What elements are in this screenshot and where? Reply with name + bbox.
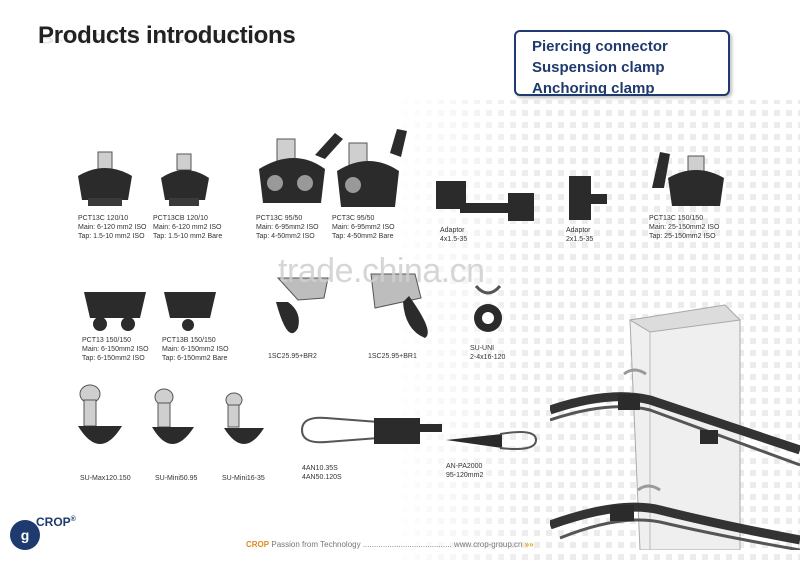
caption-4an10-35s: 4AN10.35S 4AN50.120S [302,465,342,481]
product-image-pct13c-150-150 [652,152,724,206]
product-image-pct13-150-150 [84,292,146,331]
caption-pct13-150-150: PCT13 150/150 Main: 6-150mm2 ISO Tap: 6-… [82,337,149,362]
caption-pct13b-150-150: PCT13B 150/150 Main: 6-150mm2 ISO Tap: 6… [162,337,229,362]
caption-su-mini50-95: SU-Mini50.95 [155,475,198,482]
installation-image [550,304,800,550]
logo-icon: g [10,520,40,550]
footer: CROP Passion from Technology ...........… [246,540,534,549]
product-image-su-mini16-35 [224,392,264,444]
product-image-an-pa2000 [446,431,538,450]
product-image-pct13b-150-150 [164,292,216,331]
product-image-su-mini50-95 [152,388,194,444]
product-image-pct13c-95-50 [259,133,343,203]
category-anchoring-clamp: Anchoring clamp [532,80,655,97]
logo-text: CROP® [36,515,76,529]
caption-1sc25-95-br2: 1SC25.95+BR2 [268,353,317,360]
product-image-pct3c-95-50 [337,129,407,207]
product-image-1sc25-95-br2 [276,277,329,334]
caption-pct13c-95-50: PCT13C 95/50 Main: 6-95mm2 ISO Tap: 4-50… [256,215,319,240]
footer-slogan: Passion from Technology [271,540,361,549]
product-image-adaptor-4x [436,181,534,221]
footer-dots: ........................................ [362,540,452,549]
product-image-su-max120-150 [78,384,122,444]
caption-adaptor-2x: Adaptor 2x1.5-35 [566,227,594,243]
watermark: trade.china.cn [278,252,485,290]
caption-an-pa2000: AN-PA2000 95-120mm2 [446,463,484,479]
product-image-pct13c-120-10 [78,151,132,206]
caption-su-mini16-35: SU-Mini16-35 [222,475,265,482]
product-image-4an10-35s [301,416,442,444]
caption-pct13c-150-150: PCT13C 150/150 Main: 25-150mm2 ISO Tap: … [649,215,720,240]
caption-su-uni: SU-UNI 2-4x16-120 [470,345,506,361]
product-image-pct13cb-120-10 [161,153,209,206]
product-image-1sc25-95-br1 [370,273,428,338]
footer-brand: CROP [246,540,270,549]
page-title-reflection: Products introductions [38,29,296,46]
caption-pct13cb-120-10: PCT13CB 120/10 Main: 6-120 mm2 ISO Tap: … [153,215,223,240]
caption-adaptor-4x: Adaptor 4x1.5-35 [440,227,468,243]
caption-pct3c-95-50: PCT3C 95/50 Main: 6-95mm2 ISO Tap: 4-50m… [332,215,395,240]
category-suspension-clamp: Suspension clamp [532,59,665,76]
footer-arrows: »» [524,540,534,549]
category-piercing-connector: Piercing connector [532,38,668,55]
caption-su-max120-150: SU-Max120.150 [80,475,131,482]
product-image-adaptor-2x [569,176,607,220]
footer-url: www.crop-group.cn [453,540,523,549]
category-box: Piercing connector Suspension clamp Anch… [514,30,730,97]
caption-pct13c-120-10: PCT13C 120/10 Main: 6-120 mm2 ISO Tap: 1… [78,215,147,240]
product-image-su-uni [474,284,502,332]
caption-1sc25-95-br1: 1SC25.95+BR1 [368,353,417,360]
page-title: Products introductions [38,22,296,49]
